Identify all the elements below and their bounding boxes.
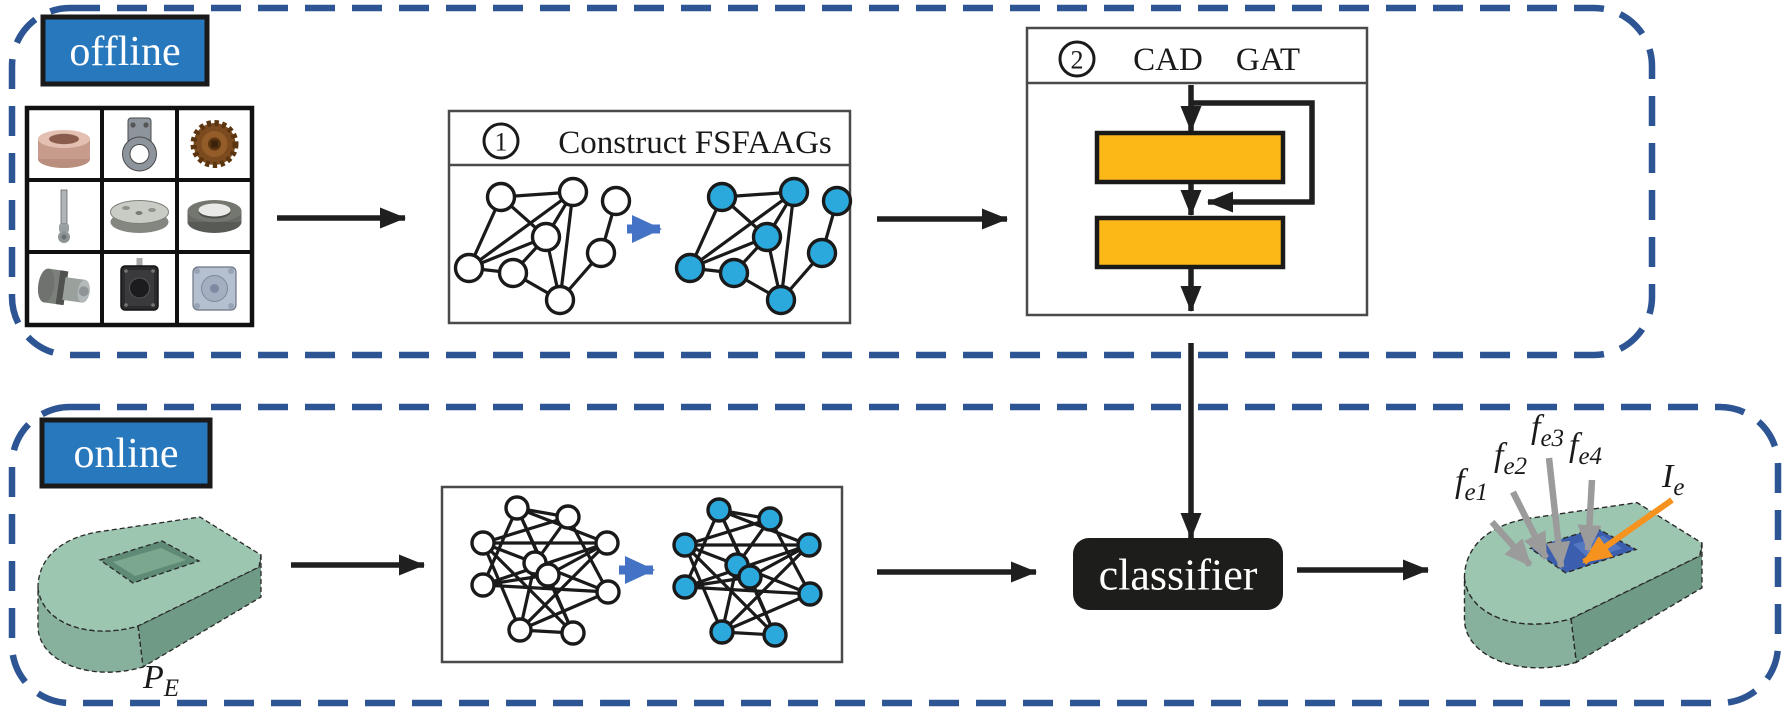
online-label-text: online (74, 431, 179, 477)
online-label-box (39, 417, 213, 489)
step-1-number: 1 (495, 128, 508, 157)
input-part-label: PE (142, 659, 179, 702)
cad-gat-box: 2 CAD GAT (1025, 26, 1369, 317)
online-label: online (39, 417, 213, 489)
online-graph-box (440, 485, 844, 664)
online-region-border (8, 403, 1782, 707)
query-part-illustration (37, 516, 262, 673)
intersection-arrow-ie (1582, 497, 1674, 565)
feature-arrow-fe3 (1545, 457, 1571, 569)
part-thumbnail-ring (187, 200, 242, 233)
step-2-circle-icon (1058, 40, 1096, 78)
part-thumbnail-spindle (37, 268, 90, 306)
feature-label-fe3: fe3 (1531, 409, 1564, 452)
feature-label-fe2: fe2 (1494, 437, 1527, 480)
part-thumbnail-disc (110, 200, 169, 233)
classifier-label: classifier (1099, 551, 1258, 600)
training-parts-grid (24, 105, 255, 328)
classifier-pill (1073, 538, 1283, 610)
classifier-box: classifier (1073, 538, 1283, 610)
feature-arrow-fe4 (1577, 479, 1602, 552)
part-thumbnail-bracket (122, 117, 157, 172)
flow-arrows (277, 207, 1429, 583)
offline-region-border (8, 4, 1656, 359)
feature-arrow-fe2 (1510, 490, 1549, 560)
part-thumbnail-bushing (38, 130, 90, 168)
cad-label: CAD (1133, 42, 1203, 78)
intersection-label-ie: Ie (1661, 458, 1684, 501)
offline-label: offline (40, 14, 210, 87)
gat-skip-connection-arrow (1191, 100, 1315, 213)
feature-arrows (1489, 457, 1674, 569)
feature-label-fe1: fe1 (1455, 463, 1488, 506)
gat-layer-1 (1094, 130, 1286, 185)
construct-fsfaags-box: 1 Construct FSFAAGs (447, 109, 853, 325)
step-2-number: 2 (1071, 46, 1084, 75)
step-1-circle-icon (482, 122, 520, 160)
part-thumbnail-shaft (58, 189, 70, 243)
feature-label-fe4: fe4 (1569, 427, 1602, 470)
part-thumbnail-gear (190, 120, 239, 168)
construct-fsfaags-title: Construct FSFAAGs (558, 125, 832, 161)
feature-arrow-fe1 (1489, 519, 1533, 568)
gat-layer-2 (1094, 215, 1286, 270)
part-thumbnail-stepper-motor (120, 258, 159, 311)
offline-label-text: offline (69, 29, 180, 75)
gat-label: GAT (1236, 42, 1300, 78)
part-thumbnail-mount-plate (192, 266, 237, 311)
offline-label-box (40, 14, 210, 87)
